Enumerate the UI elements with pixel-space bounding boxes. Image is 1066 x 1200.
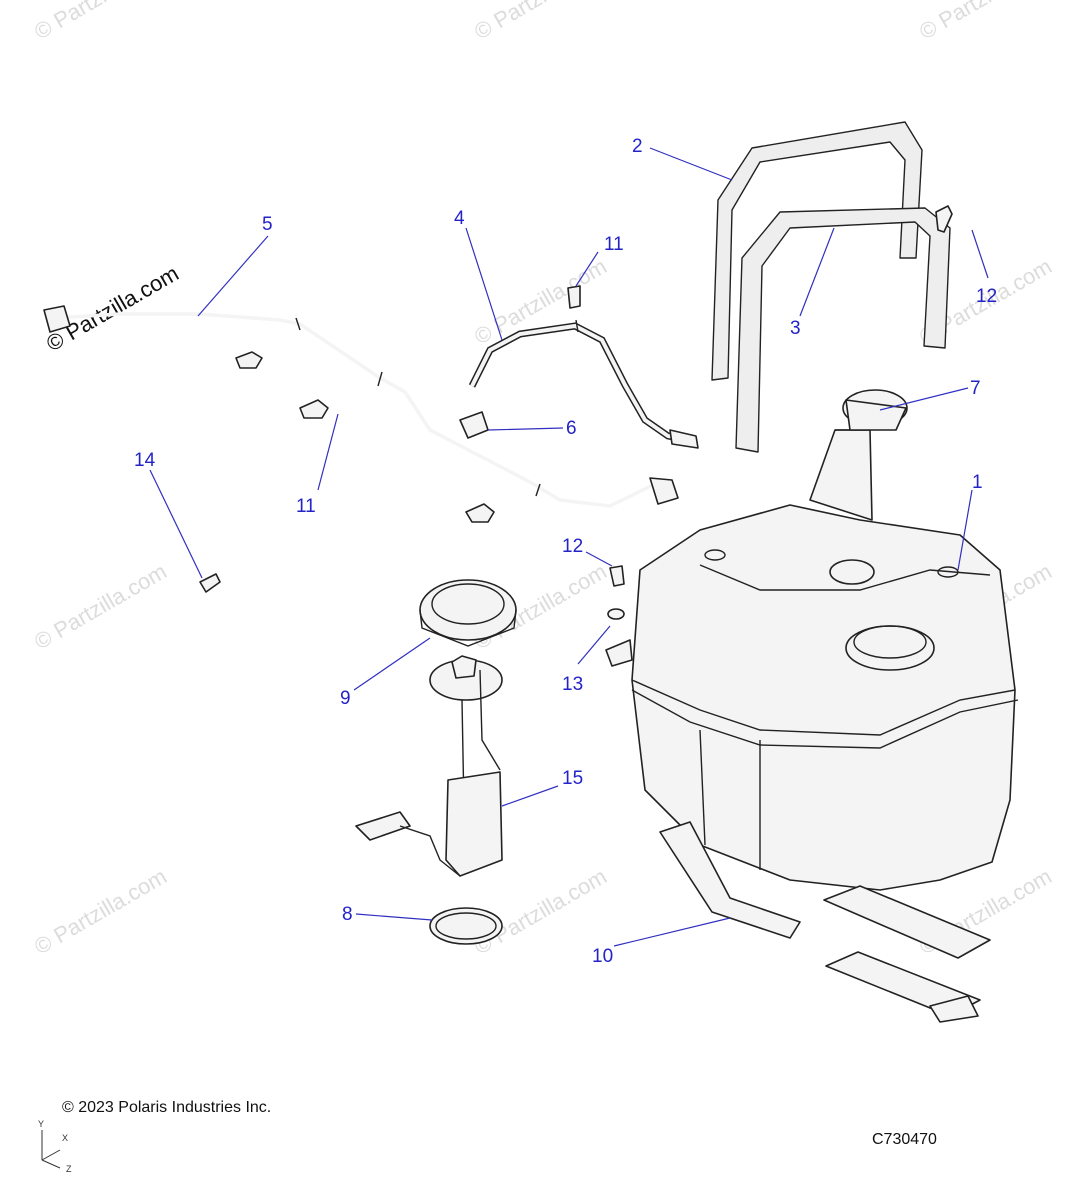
vent-hose-long	[43, 305, 679, 508]
callout-11-bottom[interactable]: 11	[296, 496, 316, 517]
callout-1[interactable]: 1	[972, 472, 983, 493]
axis-y-label: Y	[38, 1119, 44, 1129]
callout-2[interactable]: 2	[632, 136, 643, 157]
callout-8[interactable]: 8	[342, 904, 353, 925]
axis-z-label: Z	[66, 1164, 72, 1174]
tank-pads	[659, 821, 991, 1023]
callout-12-right[interactable]: 12	[976, 286, 997, 307]
callout-6[interactable]: 6	[566, 418, 577, 439]
copyright-notice: © 2023 Polaris Industries Inc.	[62, 1099, 272, 1116]
hose-clips	[235, 285, 581, 523]
callout-4[interactable]: 4	[454, 208, 465, 229]
tank-strap-lower	[735, 207, 951, 453]
axis-triad: Y X Z	[38, 1119, 72, 1174]
callout-15[interactable]: 15	[562, 768, 583, 789]
callout-13[interactable]: 13	[562, 674, 583, 695]
callout-3[interactable]: 3	[790, 318, 801, 339]
callout-10[interactable]: 10	[592, 946, 613, 967]
callout-5[interactable]: 5	[262, 214, 273, 235]
watermark-tile: © Partzilla.com	[30, 559, 171, 655]
fuel-pump-assembly	[355, 655, 503, 945]
lock-ring	[419, 579, 517, 647]
callout-labels: 1 2 3 4 5 6 7 8 9 10 11 11 12 12 13 14 1…	[134, 136, 997, 967]
bolt-left	[199, 573, 221, 593]
fuel-tank	[631, 389, 1019, 891]
tank-bolt-mid	[605, 565, 633, 667]
drawing-number: C730470	[872, 1131, 937, 1148]
bolt-top-right	[935, 205, 953, 233]
watermark-tile: © Partzilla.com	[915, 0, 1056, 44]
callout-14[interactable]: 14	[134, 450, 156, 471]
callout-7[interactable]: 7	[970, 378, 981, 399]
callout-11-top[interactable]: 11	[604, 234, 624, 255]
watermark-tile: © Partzilla.com	[30, 864, 171, 960]
leader-lines	[149, 147, 989, 947]
vent-hose-short	[468, 319, 699, 449]
axis-x-label: X	[62, 1133, 68, 1143]
watermark-tile: © Partzilla.com	[470, 0, 611, 44]
watermark-tile: © Partzilla.com	[30, 0, 171, 44]
tank-strap-upper	[711, 121, 923, 381]
callout-9[interactable]: 9	[340, 688, 351, 709]
watermark-tile: © Partzilla.com	[470, 864, 611, 960]
callout-12-mid[interactable]: 12	[562, 536, 583, 557]
